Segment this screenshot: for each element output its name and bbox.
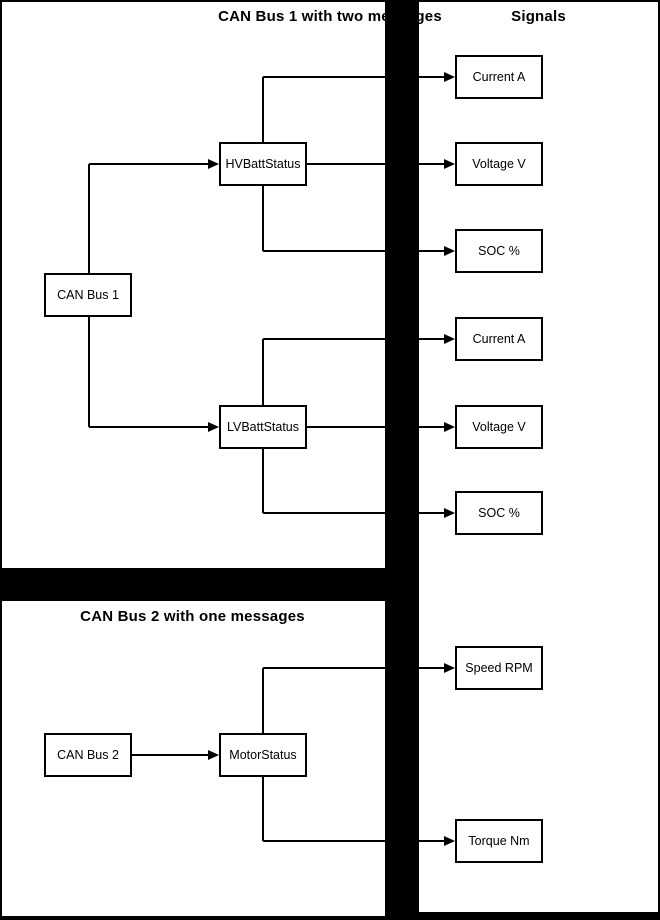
connector-line: [263, 338, 385, 340]
node-lv-batt-status: LVBattStatus: [219, 405, 307, 449]
panel-signals-title: Signals: [511, 8, 566, 25]
arrow-head-icon: [208, 422, 219, 432]
connector-line: [419, 76, 445, 78]
connector-line: [263, 667, 385, 669]
connector-line: [419, 840, 445, 842]
arrow-head-icon: [208, 750, 219, 760]
connector-line: [419, 667, 445, 669]
connector-line: [262, 77, 264, 142]
arrow-head-icon: [444, 663, 455, 673]
connector-line: [262, 449, 264, 513]
connector-line: [262, 186, 264, 251]
signal-box-hv-current: Current A: [455, 55, 543, 99]
signal-box-hv-voltage: Voltage V: [455, 142, 543, 186]
node-can-bus-1: CAN Bus 1: [44, 273, 132, 317]
node-hv-batt-status: HVBattStatus: [219, 142, 307, 186]
connector-line: [263, 840, 385, 842]
arrow-head-icon: [208, 159, 219, 169]
connector-line: [419, 250, 445, 252]
connector-line: [419, 163, 445, 165]
arrow-head-icon: [444, 836, 455, 846]
signal-box-motor-speed: Speed RPM: [455, 646, 543, 690]
connector-line: [419, 426, 445, 428]
node-motor-status: MotorStatus: [219, 733, 307, 777]
signal-box-lv-soc: SOC %: [455, 491, 543, 535]
arrow-head-icon: [444, 422, 455, 432]
connector-line: [419, 512, 445, 514]
arrow-head-icon: [444, 508, 455, 518]
signal-box-lv-voltage: Voltage V: [455, 405, 543, 449]
connector-line: [307, 163, 385, 165]
arrow-head-icon: [444, 246, 455, 256]
connector-line: [419, 338, 445, 340]
panel-signals: [419, 2, 658, 912]
connector-line: [262, 777, 264, 841]
connector-line: [89, 163, 208, 165]
arrow-head-icon: [444, 159, 455, 169]
signal-box-lv-current: Current A: [455, 317, 543, 361]
arrow-head-icon: [444, 334, 455, 344]
connector-line: [89, 426, 208, 428]
connector-line: [307, 426, 385, 428]
arrow-head-icon: [444, 72, 455, 82]
signal-box-motor-torque: Torque Nm: [455, 819, 543, 863]
connector-line: [88, 164, 90, 273]
signal-box-hv-soc: SOC %: [455, 229, 543, 273]
connector-line: [263, 512, 385, 514]
panel-can-bus-2-title: CAN Bus 2 with one messages: [80, 608, 305, 625]
panel-can-bus-1-title: CAN Bus 1 with two messages: [218, 8, 442, 25]
connector-line: [263, 76, 385, 78]
connector-line: [132, 754, 208, 756]
connector-line: [262, 339, 264, 405]
connector-line: [263, 250, 385, 252]
connector-line: [262, 668, 264, 733]
connector-line: [88, 317, 90, 427]
node-can-bus-2: CAN Bus 2: [44, 733, 132, 777]
